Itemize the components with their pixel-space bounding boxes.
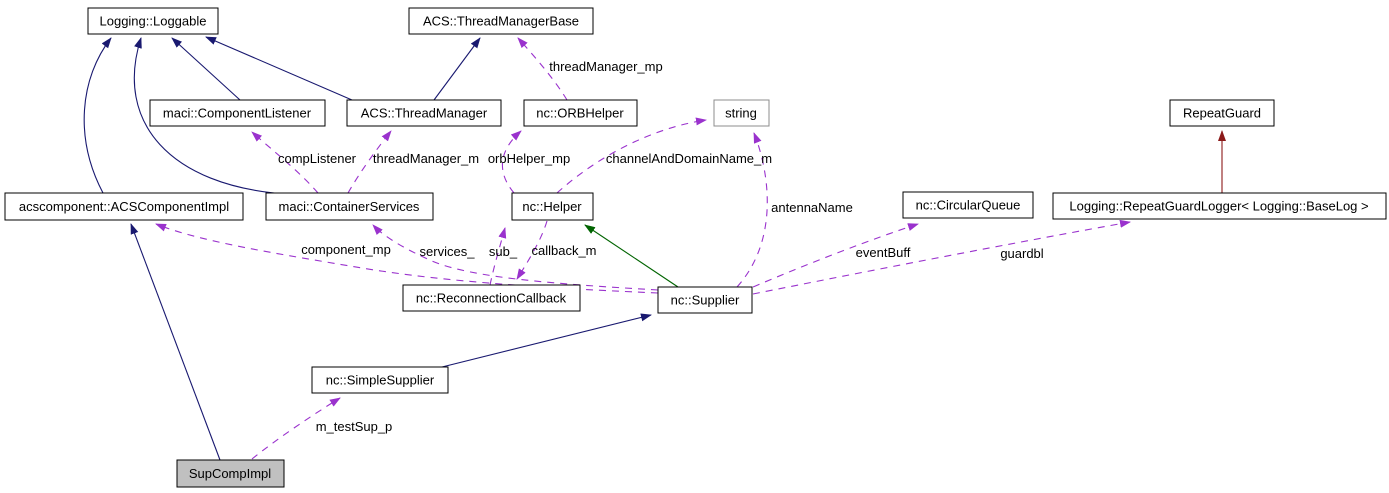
node-supcompimpl[interactable]: SupCompImpl xyxy=(176,459,285,488)
node-nc-orbhelper[interactable]: nc::ORBHelper xyxy=(523,99,638,127)
node-label: string xyxy=(725,106,757,121)
node-acs-threadmanager[interactable]: ACS::ThreadManager xyxy=(346,99,502,127)
edge-label-threadmanager-mp: threadManager_mp xyxy=(549,59,662,74)
node-acs-threadmanagerbase[interactable]: ACS::ThreadManagerBase xyxy=(408,7,594,35)
node-label: nc::SimpleSupplier xyxy=(326,373,435,388)
edge-label-sub: sub_ xyxy=(489,244,518,259)
node-nc-supplier[interactable]: nc::Supplier xyxy=(657,286,753,314)
node-logging-loggable[interactable]: Logging::Loggable xyxy=(87,7,219,35)
edge-labels: compListener threadManager_m orbHelper_m… xyxy=(278,59,1044,434)
node-label: Logging::Loggable xyxy=(100,14,207,29)
node-label: nc::CircularQueue xyxy=(916,198,1021,213)
node-label: RepeatGuard xyxy=(1183,106,1261,121)
inheritance-edges xyxy=(83,36,1226,461)
node-repeatguard[interactable]: RepeatGuard xyxy=(1169,99,1275,127)
edge-label-callback-m: callback_m xyxy=(531,243,596,258)
edge-threadmanager-mp xyxy=(517,37,568,101)
edge-supcompimpl-to-acscomponentimpl xyxy=(130,223,221,461)
edge-antennaname xyxy=(736,132,768,288)
edge-callback-m xyxy=(516,220,548,280)
node-acscomponent-acscomponentimpl[interactable]: acscomponent::ACSComponentImpl xyxy=(4,192,244,221)
edge-eventbuff xyxy=(752,223,919,288)
edge-supplier-to-helper xyxy=(584,224,679,288)
edge-label-eventbuff: eventBuff xyxy=(856,245,911,260)
edge-threadmanager-m xyxy=(347,130,392,194)
node-label: acscomponent::ACSComponentImpl xyxy=(19,199,229,214)
node-label: SupCompImpl xyxy=(189,466,271,481)
edge-services xyxy=(372,224,659,291)
edge-label-antennaname: antennaName xyxy=(771,200,853,215)
node-label: maci::ContainerServices xyxy=(279,199,420,214)
edge-complistener xyxy=(251,131,319,194)
node-label: maci::ComponentListener xyxy=(163,106,312,121)
edge-acscomponentimpl-to-loggable xyxy=(83,37,112,194)
edge-guardbl xyxy=(752,219,1131,295)
edge-sub xyxy=(489,227,507,286)
node-label: nc::Supplier xyxy=(671,293,740,308)
node-label: Logging::RepeatGuardLogger< Logging::Bas… xyxy=(1069,199,1368,214)
node-label: nc::Helper xyxy=(522,199,582,214)
node-maci-componentlistener[interactable]: maci::ComponentListener xyxy=(149,99,326,127)
node-logging-repeatguardlogger[interactable]: Logging::RepeatGuardLogger< Logging::Bas… xyxy=(1052,192,1387,220)
edge-m-testsup-p xyxy=(251,397,341,460)
node-label: nc::ReconnectionCallback xyxy=(416,291,567,306)
edge-label-guardbl: guardbl xyxy=(1000,246,1043,261)
edge-component-mp xyxy=(155,223,659,294)
node-label: nc::ORBHelper xyxy=(536,106,624,121)
node-nc-simplesupplier[interactable]: nc::SimpleSupplier xyxy=(311,366,449,394)
edge-threadmanager-to-loggable xyxy=(205,36,353,101)
edge-componentlistener-to-loggable xyxy=(171,37,241,101)
edge-label-component-mp: component_mp xyxy=(301,242,391,257)
edge-label-services: services_ xyxy=(420,244,476,259)
node-maci-containerservices[interactable]: maci::ContainerServices xyxy=(265,192,434,221)
edge-label-complistener: compListener xyxy=(278,151,357,166)
edge-channelanddomainname-m xyxy=(556,117,707,194)
edge-label-orbhelper-mp: orbHelper_mp xyxy=(488,151,570,166)
node-nc-helper[interactable]: nc::Helper xyxy=(511,192,594,221)
node-label: ACS::ThreadManager xyxy=(361,106,488,121)
edge-containerservices-to-loggable xyxy=(133,37,287,195)
edge-threadmanager-to-threadmanagerbase xyxy=(433,37,481,101)
edge-orbhelper-mp xyxy=(501,130,522,194)
node-nc-reconnectioncallback[interactable]: nc::ReconnectionCallback xyxy=(402,284,581,312)
nodes: Logging::Loggable ACS::ThreadManagerBase… xyxy=(4,7,1387,488)
node-string[interactable]: string xyxy=(713,99,770,127)
edge-label-m-testsup-p: m_testSup_p xyxy=(316,419,393,434)
node-label: ACS::ThreadManagerBase xyxy=(423,14,579,29)
edge-label-channelanddomainname-m: channelAndDomainName_m xyxy=(606,151,772,166)
edge-simplesupplier-to-supplier xyxy=(441,313,652,368)
edge-label-threadmanager-m: threadManager_m xyxy=(373,151,479,166)
node-nc-circularqueue[interactable]: nc::CircularQueue xyxy=(902,191,1034,219)
